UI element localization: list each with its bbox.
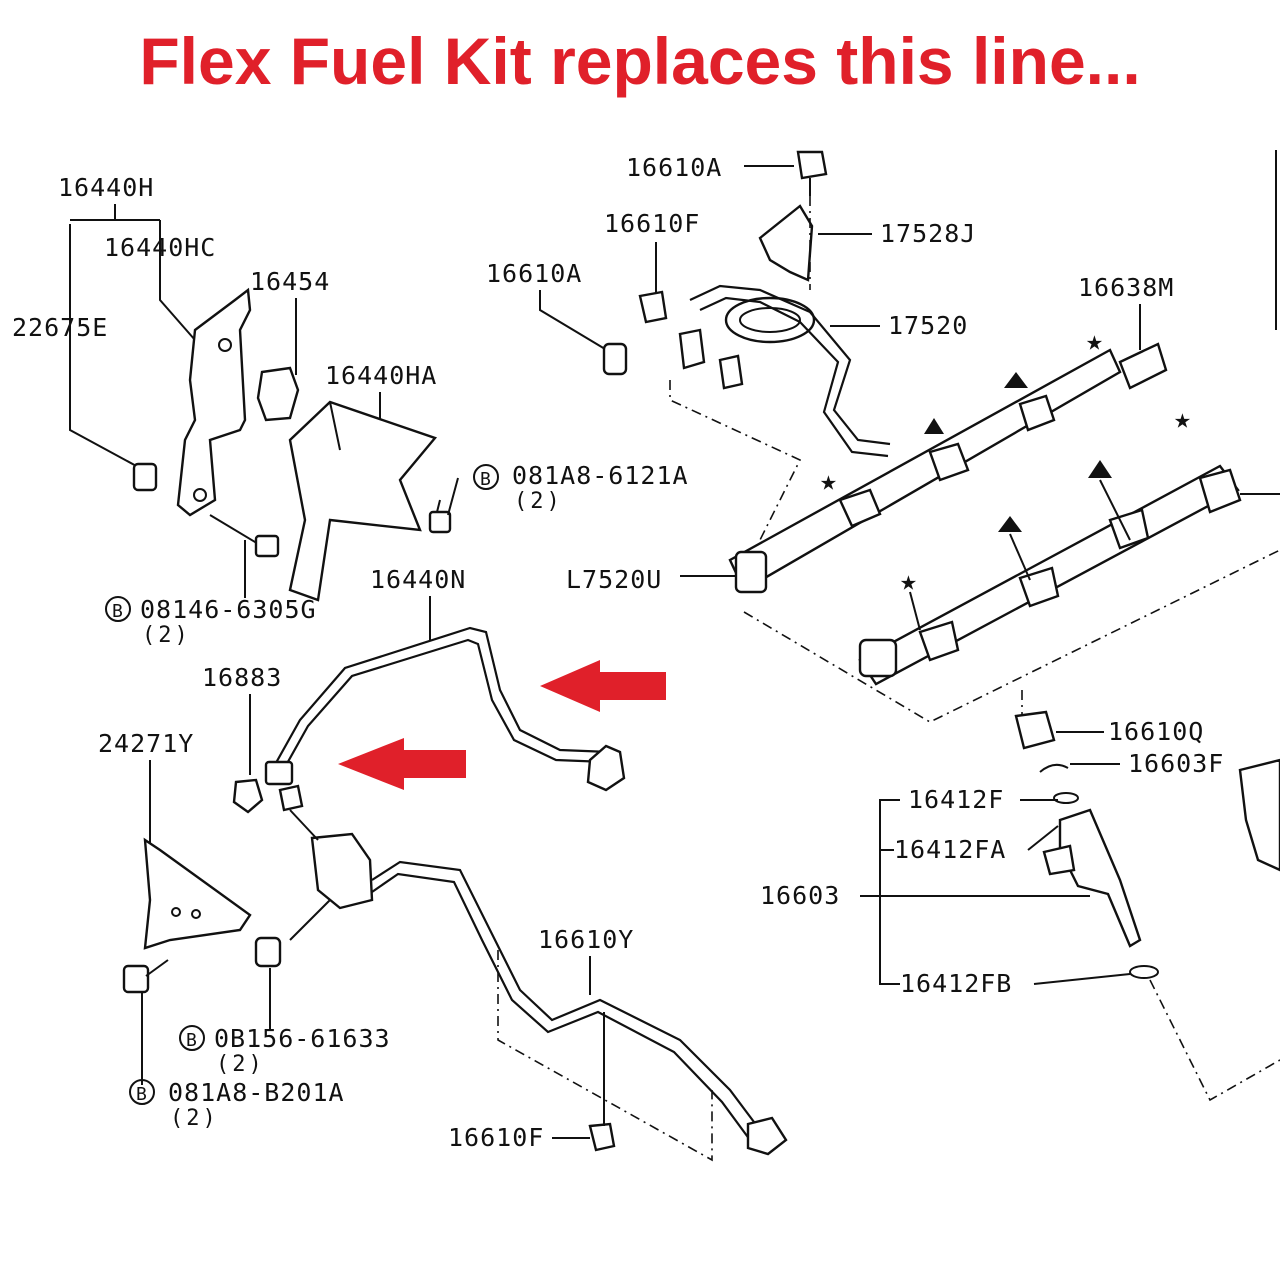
label-08146-6305G: 08146-6305G (140, 595, 317, 624)
fuel-pump-assembly: 16610A 16610F 17528J 16610A 17520 (486, 150, 976, 541)
triangle-marker-icon (1004, 372, 1028, 388)
bolt-08146-6305G: B 08146-6305G (2) (105, 595, 317, 648)
label-16412FA: 16412FA (894, 835, 1006, 864)
label-16603: 16603 (760, 881, 840, 910)
bolt-marker-icon (179, 1025, 205, 1051)
bolt-marker-letter: B (480, 469, 492, 490)
bracket-assembly-16440H: 16440H 16440HC 22675E 16454 (12, 173, 330, 598)
qty-08156-61633: (2) (216, 1052, 265, 1077)
qty-081A8-B201A: (2) (170, 1106, 219, 1131)
label-081A8-6121A: 081A8-6121A (512, 461, 689, 490)
label-16610Y: 16610Y (538, 925, 634, 954)
label-16610A-top: 16610A (626, 153, 722, 182)
star-marker-icon: ★ (900, 564, 917, 597)
sensor-assembly: B 0B156-61633 (2) B 081A8-B201A (2) (129, 809, 391, 1131)
label-081A8-B201A: 081A8-B201A (168, 1078, 345, 1107)
label-16412FB: 16412FB (900, 969, 1012, 998)
label-16610Q: 16610Q (1108, 717, 1204, 746)
star-marker-icon: ★ (1174, 402, 1191, 435)
bolt-marker-icon (105, 596, 131, 622)
label-22675E: 22675E (12, 313, 108, 342)
bolt-marker-letter: B (112, 601, 124, 622)
lower-arrow (338, 738, 466, 790)
triangle-marker-icon (998, 516, 1022, 532)
bolt-marker-icon (473, 464, 499, 490)
label-17520U: L7520U (566, 565, 662, 594)
label-16610F-top: 16610F (604, 209, 700, 238)
headline: Flex Fuel Kit replaces this line... (139, 24, 1141, 98)
label-17520: 17520 (888, 311, 968, 340)
label-16638M: 16638M (1078, 273, 1174, 302)
triangle-marker-icon (924, 418, 944, 434)
label-08156-61633: 0B156-61633 (214, 1024, 391, 1053)
label-17528J: 17528J (880, 219, 976, 248)
label-24271Y: 24271Y (98, 729, 194, 758)
fuel-line-16440N: 16440N (264, 565, 626, 792)
label-16454: 16454 (250, 267, 330, 296)
label-16440HA: 16440HA (325, 361, 437, 390)
upper-arrow (540, 660, 666, 712)
qty-08146-6305G: (2) (142, 623, 191, 648)
triangle-marker-icon (1088, 460, 1112, 478)
heat-shield-16440HA: 16440HA B 081A8-6121A (2) (288, 361, 689, 602)
fuel-line-16610Y: 16610Y 16610F (371, 860, 788, 1162)
bolt-marker-letter: B (136, 1084, 148, 1105)
label-16440H: 16440H (58, 173, 154, 202)
label-16610A-mid: 16610A (486, 259, 582, 288)
label-16883: 16883 (202, 663, 282, 692)
bolt-marker-icon (129, 1079, 155, 1105)
label-16610F-lower: 16610F (448, 1123, 544, 1152)
label-16440N: 16440N (370, 565, 466, 594)
fuel-rail-17520U: L7520U ★ ★ ★ ★ (566, 150, 1280, 723)
injector-16603: 16610Q 16603F 16412F 16412FA 16603 16412… (760, 690, 1280, 1102)
bracket-24271Y: 24271Y (98, 729, 252, 1085)
qty-081A8-6121A: (2) (514, 489, 563, 514)
bolt-marker-letter: B (186, 1030, 198, 1051)
star-marker-icon: ★ (1086, 324, 1103, 357)
clip-16883: 16883 (202, 663, 304, 814)
star-marker-icon: ★ (820, 464, 837, 497)
label-16603F: 16603F (1128, 749, 1224, 778)
label-16412F: 16412F (908, 785, 1004, 814)
